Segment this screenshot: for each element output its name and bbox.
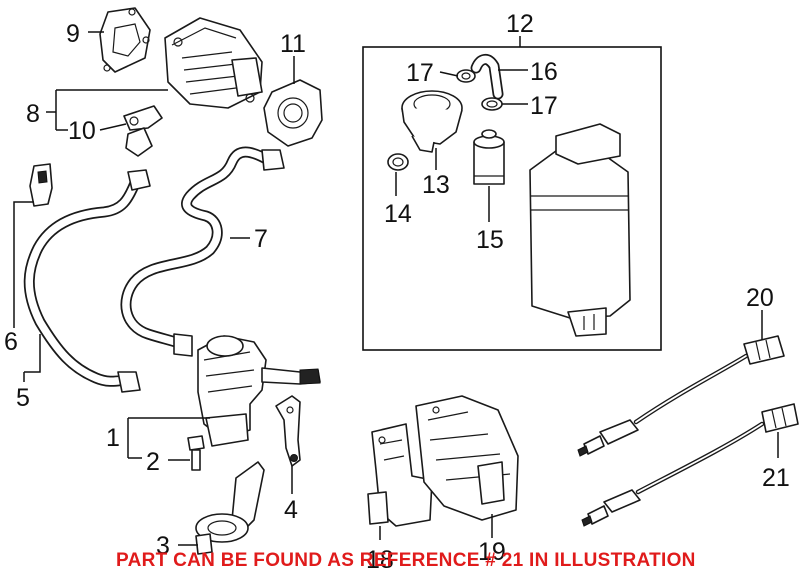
- callout-9: 9: [66, 20, 80, 48]
- part-10-sensor: [123, 105, 163, 157]
- part-1-air-pump: [197, 335, 321, 447]
- callout-21: 21: [762, 464, 790, 492]
- part-19-bracket: [415, 395, 519, 521]
- callout-17-lower: 17: [530, 92, 558, 120]
- callout-2: 2: [146, 448, 160, 476]
- part-6-connector: [29, 163, 53, 207]
- callout-8: 8: [26, 100, 40, 128]
- part-8-egr-valve: [164, 17, 263, 109]
- part-20-o2-sensor: [577, 335, 785, 457]
- part-16-hose: [470, 54, 504, 100]
- part-9-gasket: [99, 7, 151, 73]
- callout-5: 5: [16, 384, 30, 412]
- callout-11: 11: [280, 30, 306, 58]
- part-21-o2-sensor: [581, 403, 799, 527]
- evap-canister: [529, 123, 631, 337]
- part-13-purge-valve: [401, 90, 463, 153]
- callout-6: 6: [4, 328, 18, 356]
- part-17-clamp-lower: [481, 97, 503, 111]
- reference-note: PART CAN BE FOUND AS REFERENCE # 21 IN I…: [116, 550, 696, 571]
- callout-3: 3: [156, 532, 170, 560]
- callout-17-upper: 17: [406, 59, 434, 87]
- callout-1: 1: [106, 424, 120, 452]
- part-2-bolt: [187, 435, 205, 471]
- callout-10: 10: [68, 117, 96, 145]
- leader-lines: [13, 31, 779, 546]
- callout-20: 20: [746, 284, 774, 312]
- callout-16: 16: [530, 58, 558, 86]
- part-14-plug: [387, 153, 409, 171]
- callout-18: 18: [366, 546, 394, 574]
- part-17-clamp-upper: [456, 69, 476, 83]
- part-7-hose: [120, 146, 285, 357]
- callout-7: 7: [254, 225, 268, 253]
- callout-15: 15: [476, 226, 504, 254]
- part-5-hose: [23, 169, 151, 393]
- part-15-filter: [473, 129, 505, 185]
- part-3-bracket: [195, 461, 265, 555]
- callout-14: 14: [384, 200, 412, 228]
- part-18-bracket: [367, 423, 433, 527]
- part-4-bracket: [275, 395, 301, 467]
- callout-12: 12: [506, 10, 534, 38]
- callout-4: 4: [284, 496, 298, 524]
- group-box-12: [362, 46, 662, 351]
- callout-19: 19: [478, 538, 506, 566]
- part-11-cover: [263, 79, 323, 147]
- callout-13: 13: [422, 171, 450, 199]
